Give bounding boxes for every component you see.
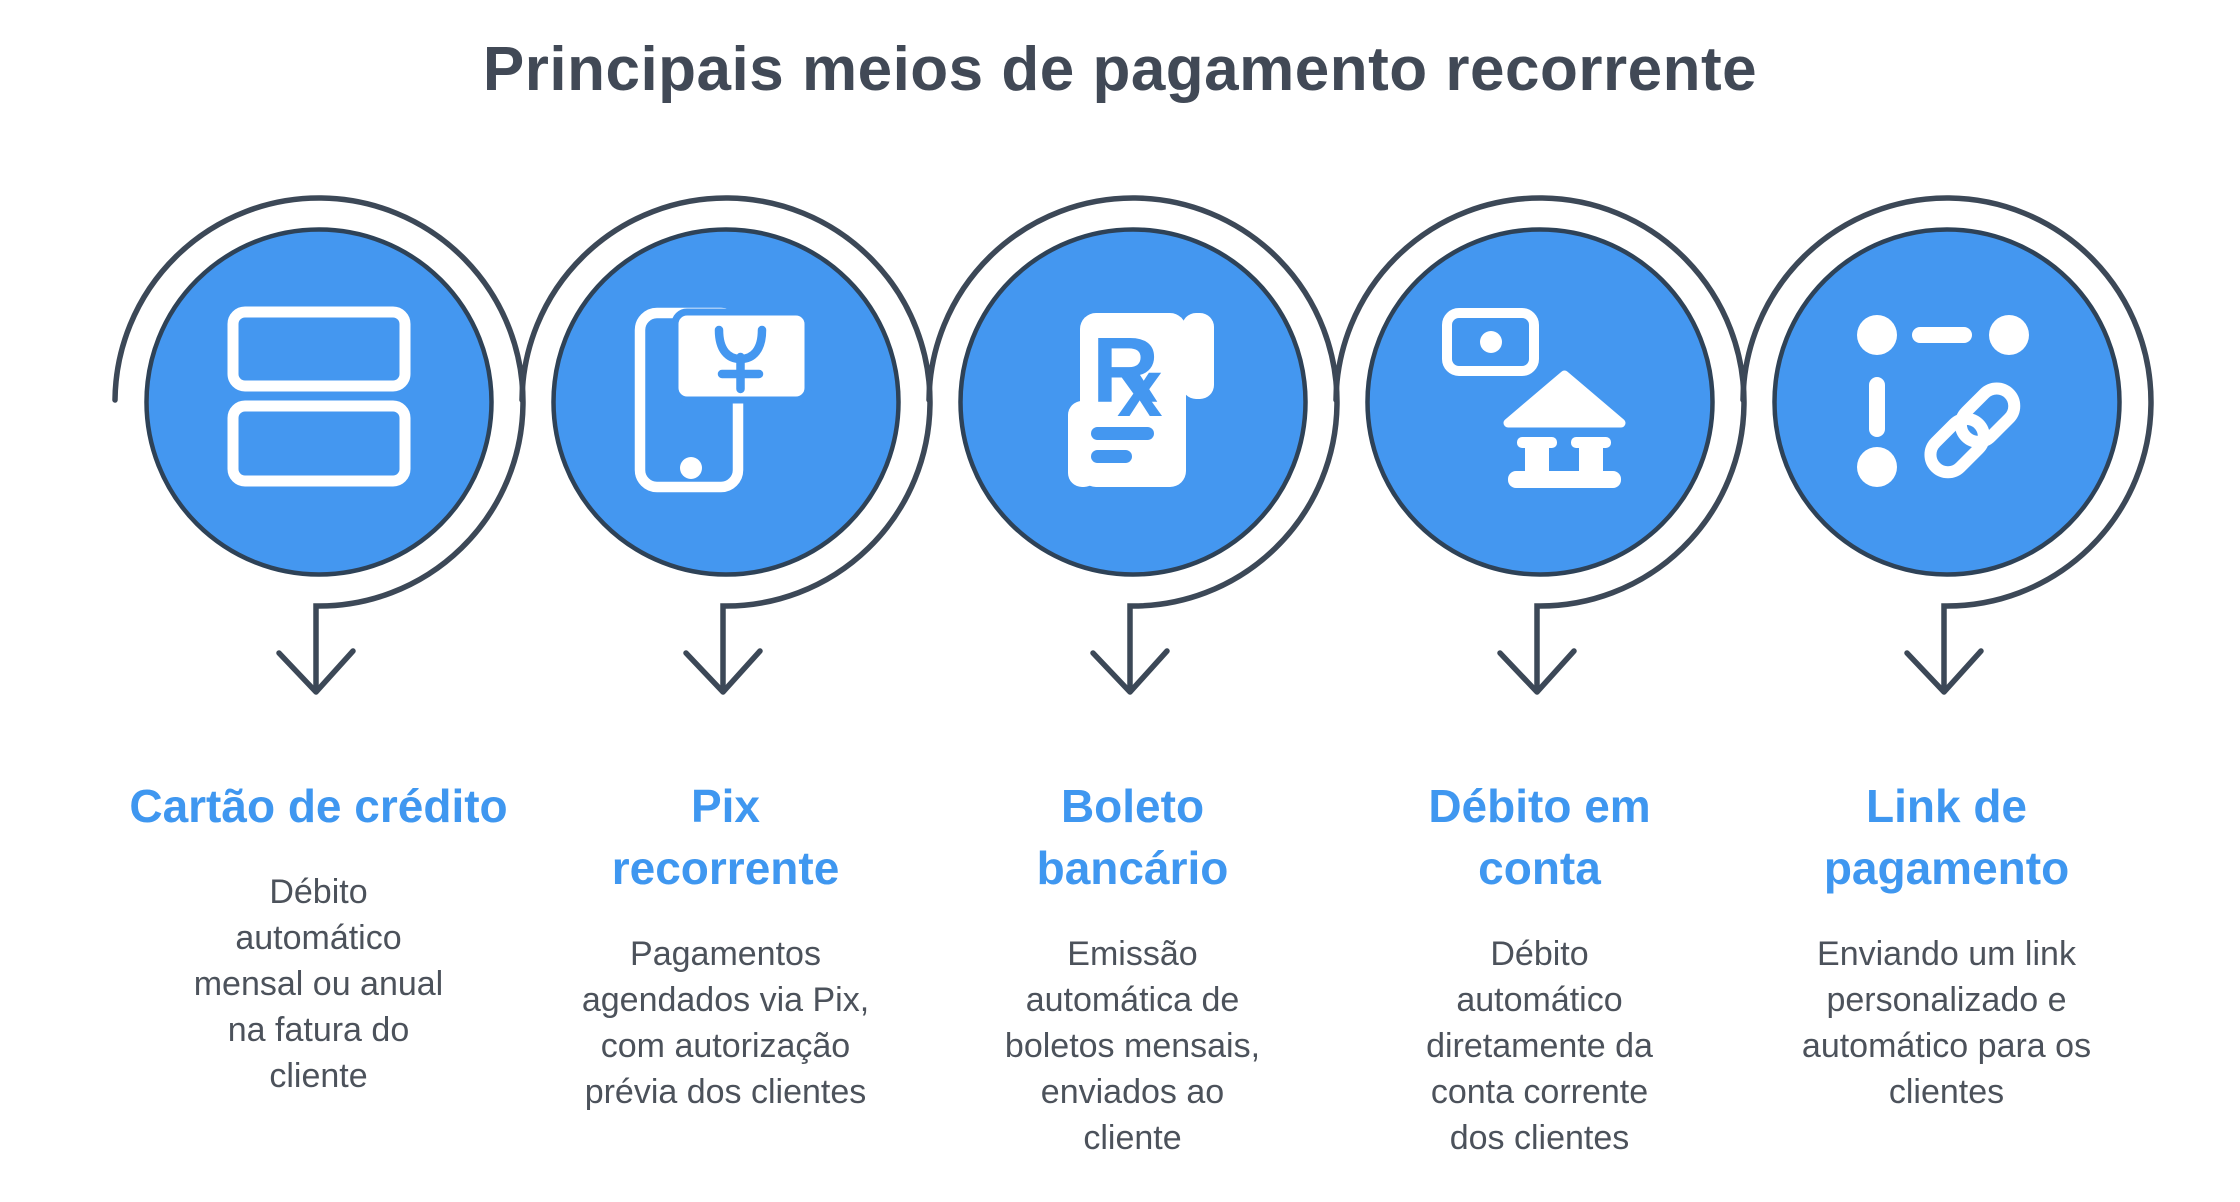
method-graphic [111,195,526,695]
method-column-cartao-de-credito: Cartão de crédito Débito automático mens… [111,185,526,1161]
payment-link-icon [1856,315,2029,487]
method-title: Pix recorrente [611,780,840,894]
method-description: Pagamentos agendados via Pix, com autori… [581,935,870,1111]
circle-arrow-outline [518,195,933,695]
circle-arrow-outline [1332,195,1747,695]
pix-phone-icon [634,307,811,493]
method-column-boleto-bancario: R x Boleto bancário Emissão automática d… [925,185,1340,1161]
arrow-head-icon [682,648,763,695]
method-title: Cartão de crédito [129,780,508,832]
method-graphic [1332,195,1747,695]
method-graphic [1739,195,2154,695]
arrow-head-icon [275,648,356,695]
circle-arrow-outline [111,195,526,695]
currency-symbol [714,325,766,394]
circle-arrow-outline [1739,195,2154,695]
method-title: Boleto bancário [1036,780,1229,894]
method-title: Link de pagamento [1823,780,2070,894]
infographic-recurring-payments: Principais meios de pagamento recorrente… [0,34,2240,1202]
chain-link-icon [1923,382,2020,479]
method-graphic [518,195,933,695]
method-description: Débito automático diretamente da conta c… [1426,935,1653,1157]
svg-text:x: x [1117,343,1163,434]
arrow-head-icon [1496,648,1577,695]
arrow-head-icon [1089,648,1170,695]
methods-row: Cartão de crédito Débito automático mens… [0,185,2240,1161]
svg-text:R: R [1092,318,1159,422]
method-description: Enviando um link personalizado e automát… [1801,935,2092,1111]
method-title: Débito em conta [1428,780,1651,894]
boleto-receipt-icon: R x [1067,313,1214,487]
credit-card-icon [227,306,410,487]
method-description: Débito automático mensal ou anual na fat… [193,873,444,1095]
method-description: Emissão automática de boletos mensais, e… [1004,935,1261,1157]
page-title: Principais meios de pagamento recorrente [482,35,1758,104]
method-column-debito-em-conta: Débito em conta Débito automático direta… [1332,185,1747,1161]
method-column-link-de-pagamento: Link de pagamento Enviando um link perso… [1739,185,2154,1161]
arrow-head-icon [1903,648,1984,695]
method-circle [1771,227,2122,577]
method-column-pix-recorrente: Pix recorrente Pagamentos agendados via … [518,185,933,1161]
circle-arrow-outline [925,195,1340,695]
method-graphic: R x [925,195,1340,695]
bank-debit-icon [1441,308,1625,488]
